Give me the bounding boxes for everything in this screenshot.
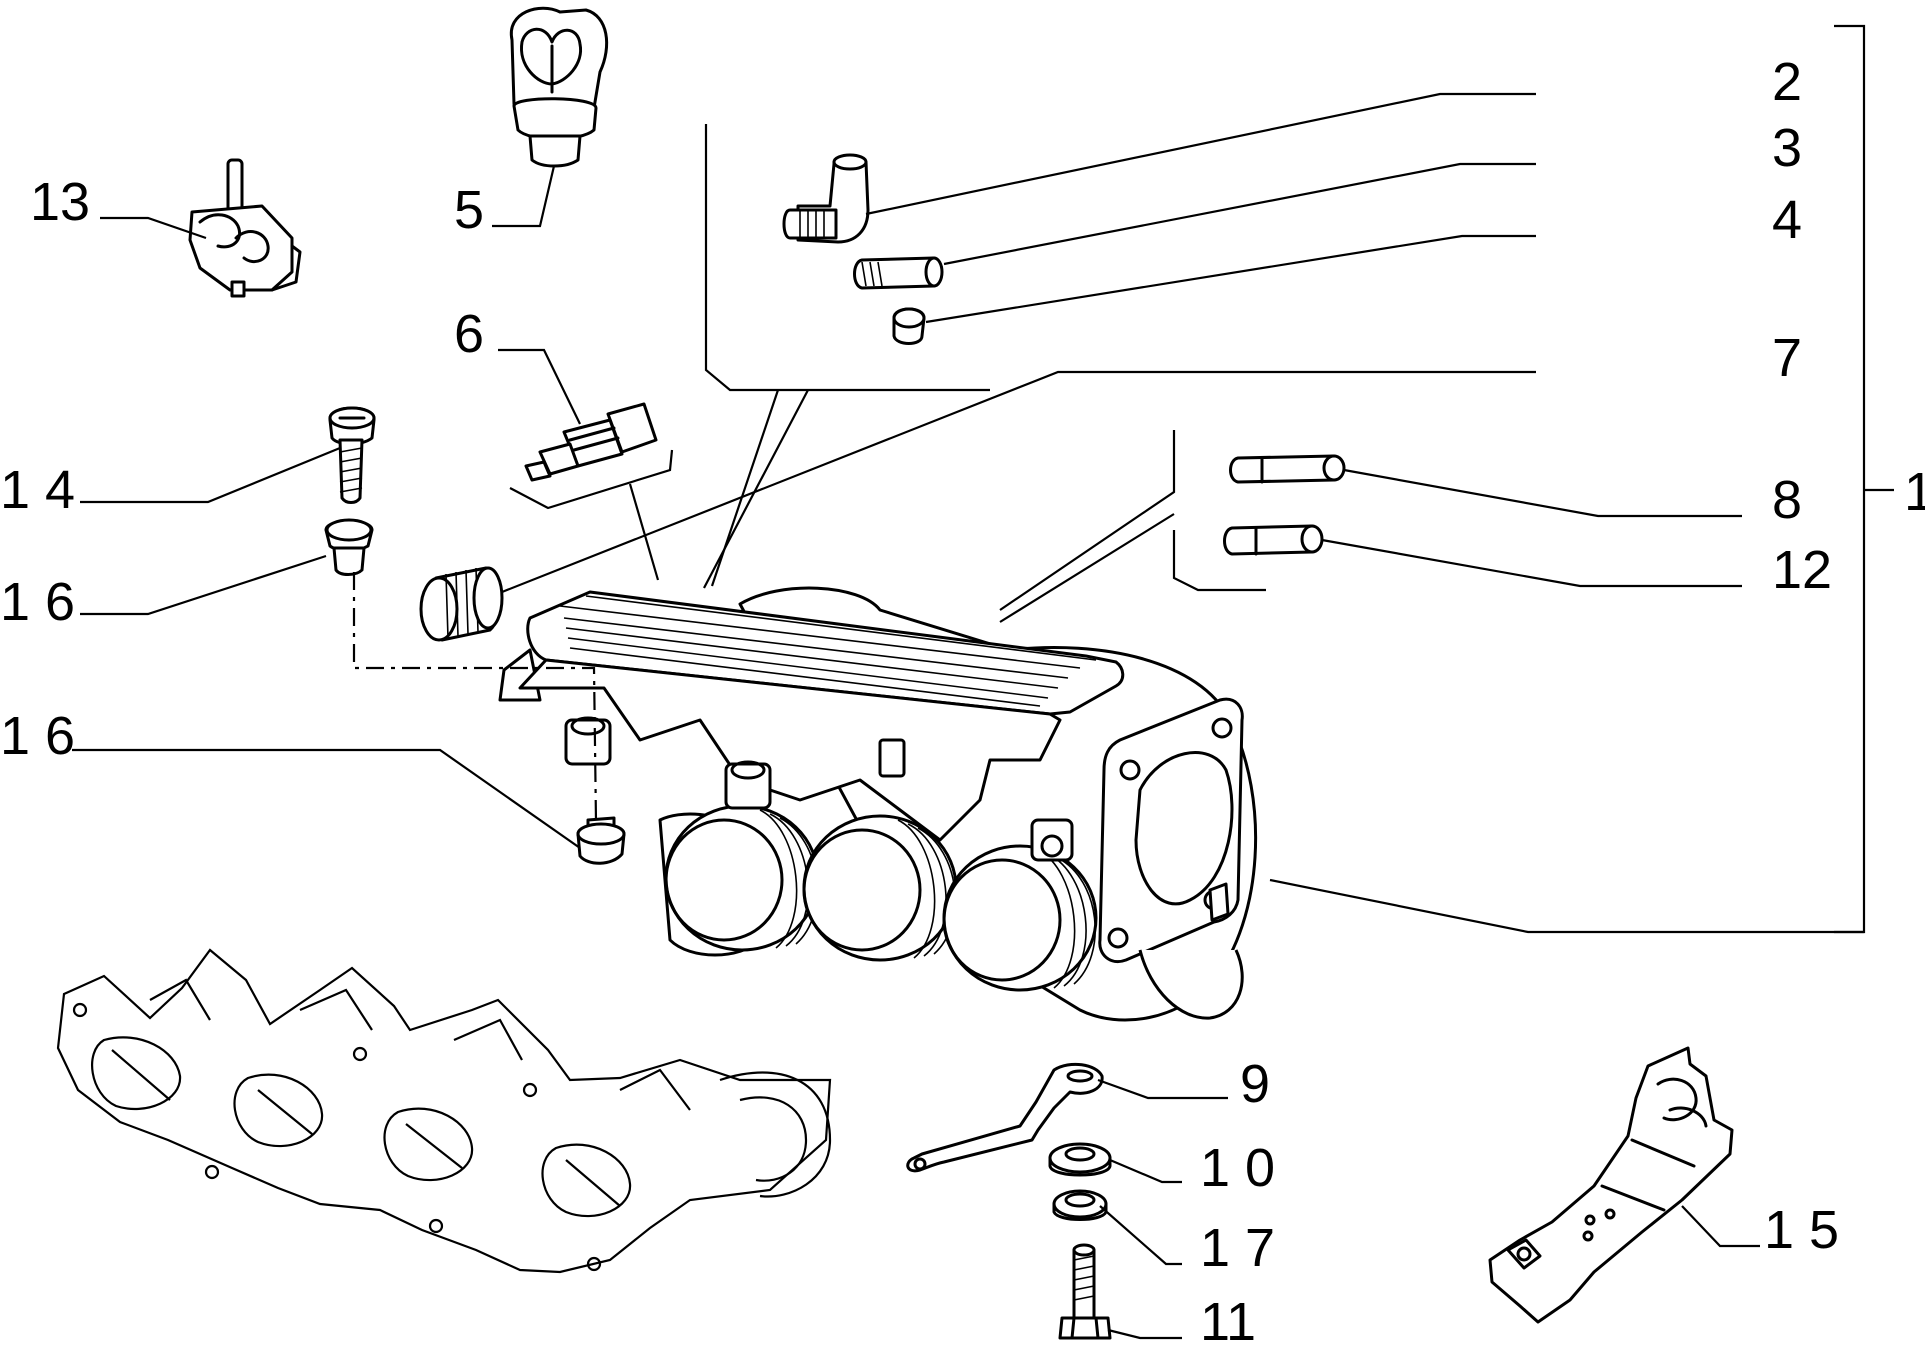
- callout-4: 4: [1772, 190, 1802, 250]
- callout-13: 13: [30, 172, 90, 232]
- callout-11: 11: [1200, 1292, 1256, 1347]
- callout-14: 1 4: [0, 460, 75, 520]
- part-17-washer: [1052, 1189, 1108, 1221]
- callout-1: 1: [1904, 462, 1925, 522]
- runner-outlet-3: [942, 844, 1098, 992]
- callout-5: 5: [454, 180, 484, 240]
- part-7-plug: [419, 566, 504, 642]
- callout-17: 1 7: [1200, 1218, 1275, 1278]
- part-11-bolt: [1058, 1243, 1112, 1340]
- leader-lines: [72, 24, 1894, 1340]
- part-12-pin: [1223, 524, 1324, 556]
- ghost-manifold-outline: [56, 948, 832, 1274]
- callout-7: 7: [1772, 328, 1802, 388]
- callout-9: 9: [1240, 1054, 1270, 1114]
- part-13-clip: [188, 158, 302, 298]
- callout-6: 6: [454, 304, 484, 364]
- callout-15: 1 5: [1764, 1200, 1839, 1260]
- part-3-union: [853, 256, 944, 290]
- part-16-bush-bottom: [576, 816, 626, 865]
- part-14-screw: [328, 406, 376, 504]
- part-1-intake-manifold: [498, 586, 1258, 1022]
- callout-10: 1 0: [1200, 1138, 1275, 1198]
- callout-2: 2: [1772, 52, 1802, 112]
- part-5-sensor: [509, 6, 609, 168]
- callout-16-top: 1 6: [0, 572, 75, 632]
- runner-outlet-1: [664, 804, 820, 952]
- part-8-pin: [1229, 454, 1346, 484]
- callout-labels: 1 2 3 4 5 6 7 8 9 1 0 11 12 13 1 4 1 5 1…: [0, 52, 1925, 1347]
- throttle-flange: [1098, 697, 1244, 1020]
- callout-3: 3: [1772, 118, 1802, 178]
- part-9-bracket: [906, 1062, 1104, 1173]
- part-6-sender: [524, 402, 658, 482]
- part-15-support: [1488, 1046, 1734, 1324]
- callout-12: 12: [1772, 540, 1832, 600]
- part-16-bush-top: [324, 518, 374, 576]
- part-10-washer: [1048, 1142, 1112, 1177]
- part-4-plug: [892, 307, 926, 345]
- callout-16-bottom: 1 6: [0, 706, 75, 766]
- cooling-ribs: [559, 595, 1097, 707]
- part-2-elbow-fitting: [782, 153, 870, 244]
- callout-8: 8: [1772, 470, 1802, 530]
- runner-outlet-2: [802, 814, 958, 962]
